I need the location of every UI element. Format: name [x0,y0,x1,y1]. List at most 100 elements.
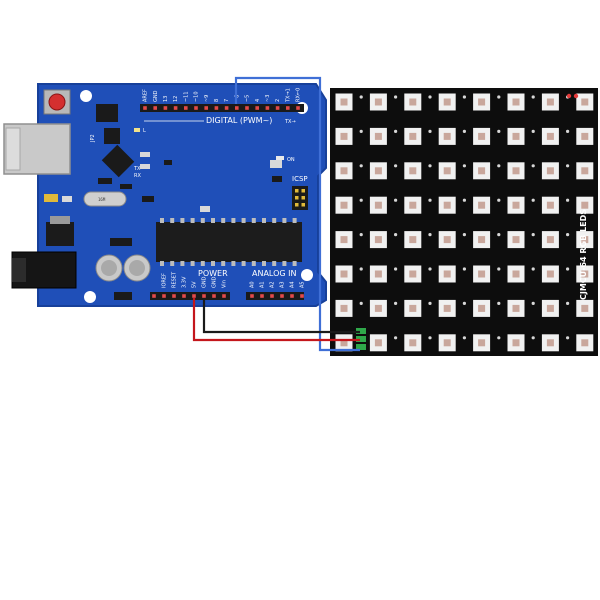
l-label: L [143,128,146,134]
smd-capacitor [531,267,535,271]
led-pixel-core [546,339,554,347]
digital-pin-label: 12 [173,96,179,102]
voltage-regulator [46,222,74,246]
smd-capacitor [462,336,466,340]
smd-component [142,196,154,202]
smd-capacitor [566,301,570,305]
smd-capacitor [497,301,501,305]
chip-pin [282,261,287,266]
smd-capacitor [497,129,501,133]
led-pixel-core [512,98,520,106]
led-pixel-core [340,201,348,209]
header-pin [290,294,294,298]
led-pixel-core [512,167,520,175]
header-pin [222,294,226,298]
led-pixel-core [443,270,451,278]
led-pixel-core [478,98,486,106]
mounting-hole [301,269,313,281]
matrix-input-pad [356,328,366,334]
capacitor [95,254,123,282]
smd-capacitor [531,164,535,168]
on-led [276,156,284,160]
led-pixel-core [546,304,554,312]
smd-capacitor [462,129,466,133]
smd-capacitor [394,233,398,237]
digital-pin-label: ~10 [194,91,200,102]
smd-capacitor [394,129,398,133]
led-pixel-core [478,132,486,140]
smd-capacitor [359,129,363,133]
led-grid [335,93,594,352]
analog-header [246,292,304,300]
chip-pin [241,218,246,223]
smd-capacitor [566,267,570,271]
header-pin [286,106,290,110]
smd-capacitor [497,267,501,271]
digital-pin-label: 4 [255,99,261,102]
header-pin [192,294,196,298]
led-pixel-core [478,167,486,175]
on-label: ON [287,157,295,163]
smd-capacitor [462,301,466,305]
smd-component [140,164,150,169]
ground-wire [202,298,360,334]
smd-capacitor [497,198,501,202]
data-wire [234,76,360,352]
led-pixel-core [340,304,348,312]
led-pixel-core [340,339,348,347]
icsp-header-body [292,186,308,210]
smd-component [98,178,112,184]
reset-button [48,93,66,111]
digital-pin-label: ~9 [204,95,210,102]
chip-pin [251,261,256,266]
header-pin [173,106,178,110]
led-pixel-core [409,236,417,244]
smd-capacitor [394,198,398,202]
smd-capacitor [428,129,432,133]
matrix-corner-led-red [566,93,572,99]
digital-header [140,104,304,112]
matrix-input-pad [356,336,366,342]
smd-capacitor [394,336,398,340]
analog-pin-row [250,294,304,298]
smd-capacitor [462,164,466,168]
smd-capacitor [428,198,432,202]
led-pixel-core [478,339,486,347]
smd-capacitor [394,164,398,168]
chip-pin [180,218,185,223]
smd-capacitor [531,129,535,133]
icsp-pin [295,203,299,207]
smd-capacitor [359,95,363,99]
smd-capacitor [462,267,466,271]
digital-pin-label: 2 [275,99,281,102]
icsp-pin [301,196,305,200]
icsp-pin [295,196,299,200]
smd-capacitor [359,198,363,202]
chip-pin [160,218,164,223]
smd-component [114,292,132,300]
matrix-input-pad [356,344,366,350]
led-pixel-core [478,270,486,278]
led-pixel-core [443,132,451,140]
chip-pin [190,218,195,223]
led-pixel-core [581,339,589,347]
header-pin [245,106,249,110]
chip-pin [231,218,236,223]
smd-capacitor [566,129,570,133]
header-pin [260,294,264,298]
smd-capacitor [566,336,570,340]
smd-capacitor [359,164,363,168]
power-pin-label: GND [202,276,208,288]
smd-component [200,206,210,212]
smd-capacitor [497,95,501,99]
smd-capacitor [462,95,466,99]
analog-pin-label: A5 [300,281,306,288]
led-pixel-core [512,270,520,278]
rx-label: RX [134,173,141,179]
smd-component [110,238,132,246]
smd-component [62,196,72,202]
power-pin-label: GND [212,276,218,288]
smd-capacitor [566,198,570,202]
smd-capacitor [394,267,398,271]
led-pixel-core [374,98,382,106]
